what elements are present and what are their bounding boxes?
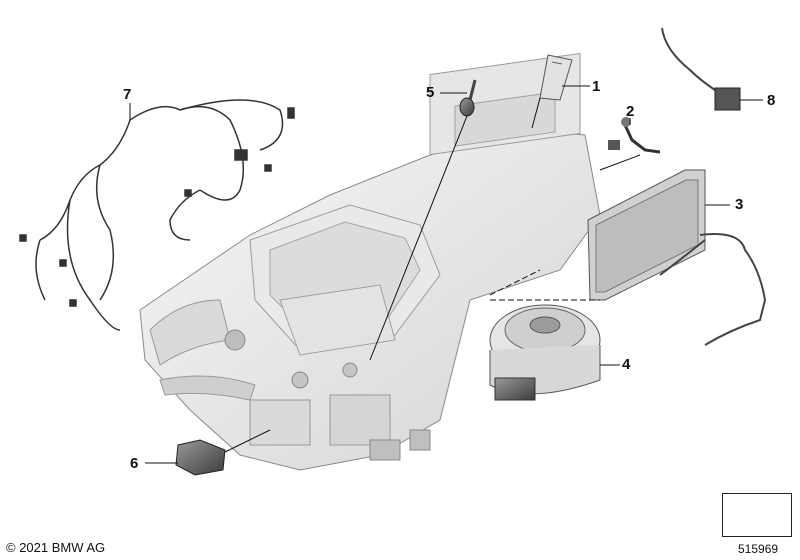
orientation-box — [722, 493, 792, 537]
hvac-housing — [139, 52, 601, 471]
part-8-sensor — [661, 27, 741, 111]
copyright-text: © 2021 BMW AG — [6, 540, 106, 555]
callout-2: 2 — [626, 103, 635, 120]
callout-5: 5 — [426, 84, 435, 101]
leader-lines — [129, 85, 763, 464]
part-2-sensor — [608, 117, 661, 154]
part-4-blower — [489, 304, 601, 401]
callout-4: 4 — [622, 356, 631, 373]
callout-3: 3 — [735, 196, 744, 213]
part-1-sensor — [539, 54, 573, 101]
part-6-control-unit — [175, 439, 226, 476]
callout-6: 6 — [130, 455, 139, 472]
callout-7: 7 — [123, 86, 132, 103]
callout-8: 8 — [767, 92, 776, 109]
part-7-wiring-harness — [19, 99, 295, 331]
callout-1: 1 — [592, 78, 601, 95]
diagram-id: 515969 — [738, 542, 779, 556]
